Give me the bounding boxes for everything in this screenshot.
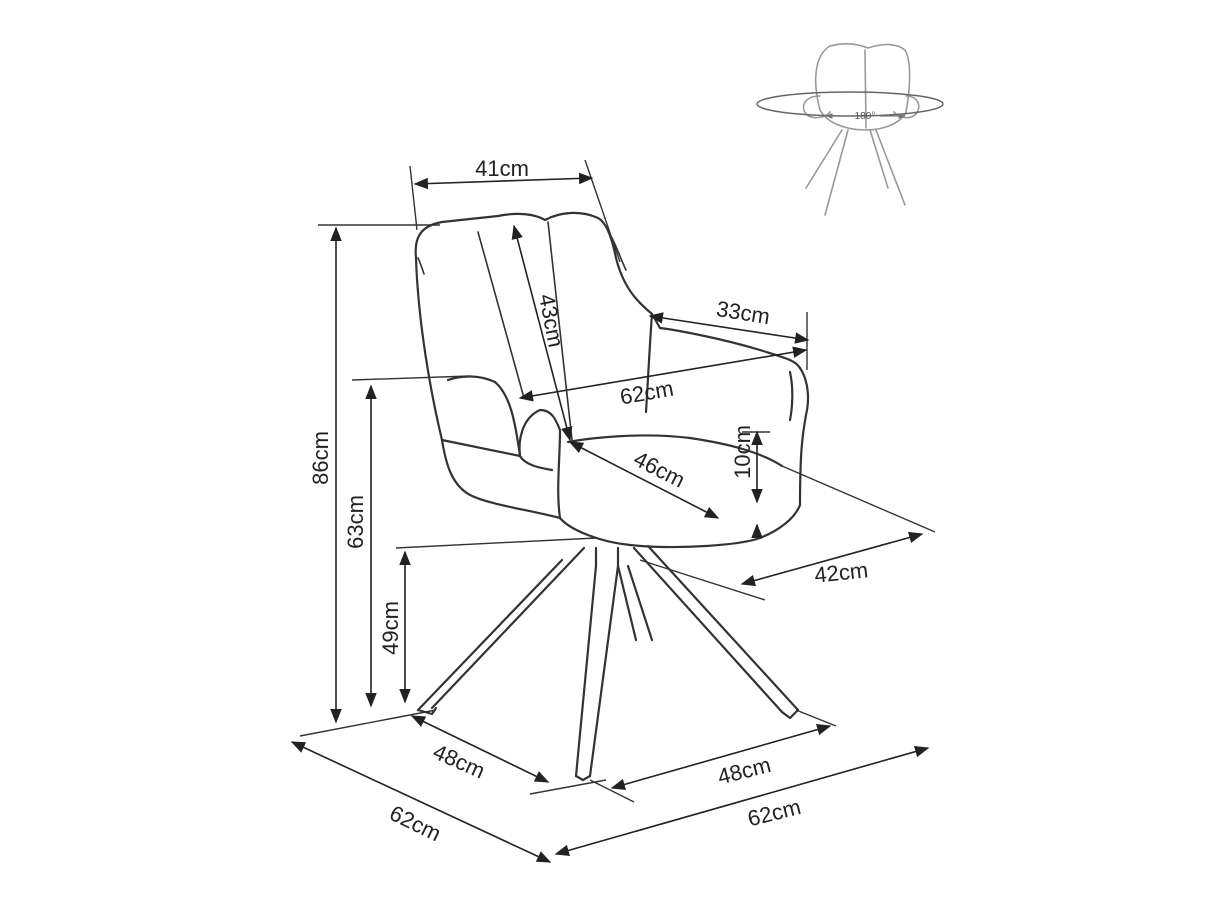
label-total-height: 86cm bbox=[308, 431, 333, 485]
label-seat-height: 49cm bbox=[378, 601, 403, 655]
chair-outline bbox=[414, 211, 810, 782]
label-seat-depth: 46cm bbox=[630, 446, 689, 493]
label-backrest-width: 41cm bbox=[475, 156, 529, 181]
dimension-labels: 41cm 43cm 33cm 62cm 46cm 10cm 42cm 86cm … bbox=[308, 156, 869, 846]
swivel-thumbnail: 180° bbox=[756, 43, 944, 216]
label-base-depth: 48cm bbox=[429, 739, 488, 784]
label-armrest-depth: 33cm bbox=[715, 296, 772, 329]
label-base-width: 48cm bbox=[715, 752, 773, 789]
label-footprint-depth: 62cm bbox=[386, 800, 445, 846]
label-armrest-height: 10cm bbox=[730, 425, 755, 479]
label-armrest-floor-height: 63cm bbox=[343, 495, 368, 549]
label-seat-width: 42cm bbox=[813, 557, 869, 587]
swivel-angle-label: 180° bbox=[855, 111, 876, 122]
label-backrest-height: 43cm bbox=[534, 292, 569, 350]
dimension-lines bbox=[290, 159, 936, 863]
swivel-rotation-icon bbox=[756, 91, 944, 117]
label-footprint-width: 62cm bbox=[745, 794, 803, 831]
